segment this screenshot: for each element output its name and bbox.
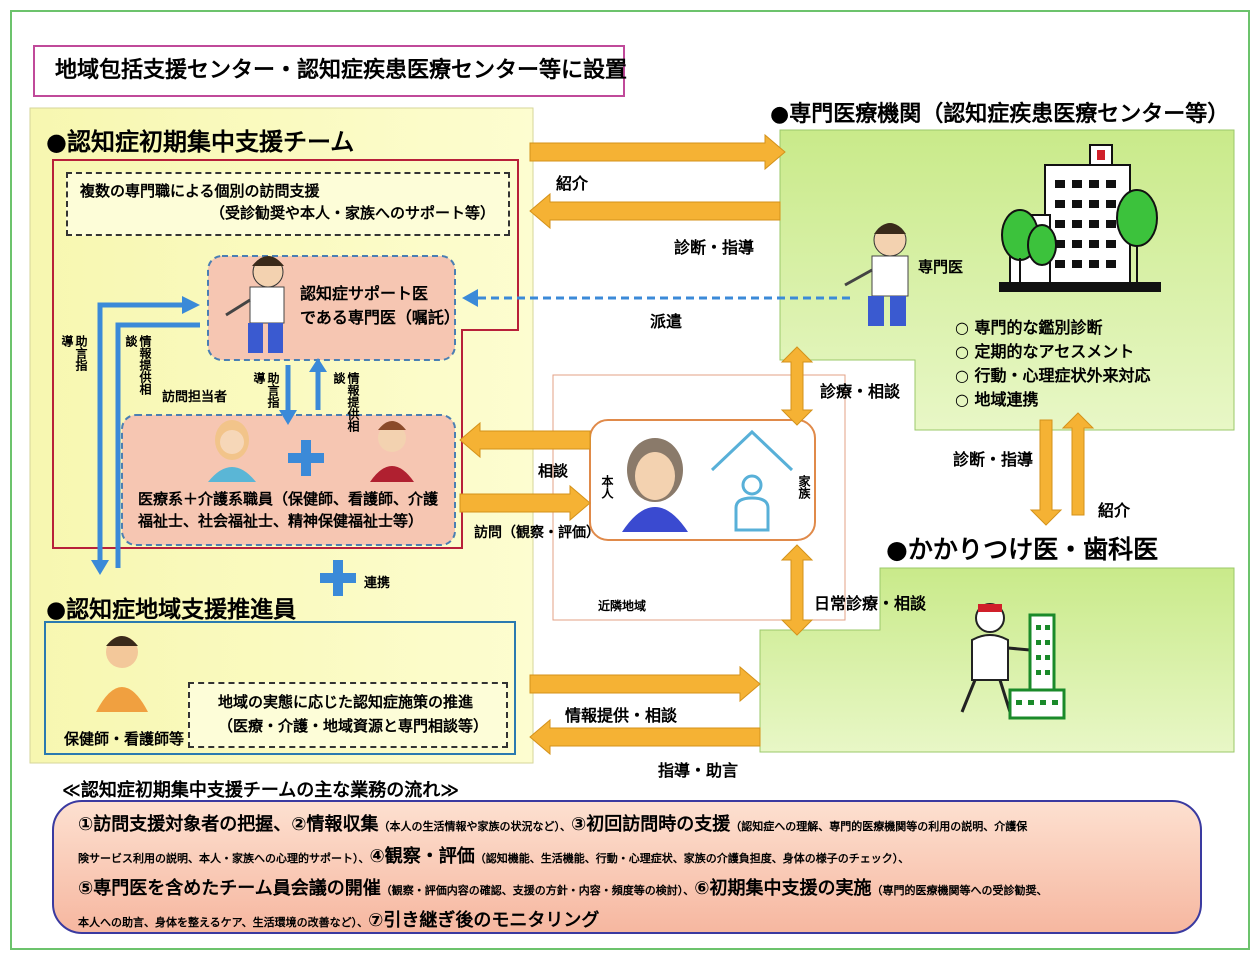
- gp-title: ●かかりつけ医・歯科医: [886, 535, 1159, 564]
- info-provision-inner-label: 情報提供相談: [332, 372, 360, 432]
- promoter-title: ●認知症地域支援推進員: [46, 597, 297, 623]
- house-family-icon: [710, 429, 794, 532]
- elderly-person-figure: [622, 438, 688, 532]
- specialist-item: ○ 行動・心理症状外来対応: [955, 366, 1151, 385]
- flow-step: ④観察・評価: [369, 846, 475, 867]
- arrow-shinryo: [780, 346, 814, 426]
- arrow-johoteikyo: [529, 665, 761, 703]
- plus-cross-1: [288, 440, 324, 476]
- advice-guidance-inner-label: 助言指導: [252, 372, 280, 408]
- flow-step: ⑦引き継ぎ後のモニタリング: [368, 910, 600, 931]
- inner-arrow-up-head: [309, 358, 327, 372]
- flow-line: ①訪問支援対象者の把握、②情報収集（本人の生活情報や家族の状況など）、③初回訪問…: [78, 810, 1174, 842]
- specialist-items: ○ 専門的な鑑別診断 ○ 定期的なアセスメント ○ 行動・心理症状外来対応 ○ …: [955, 316, 1151, 412]
- team-doctor-line-2: である専門医（嘱託）: [300, 308, 460, 327]
- staff-line-1: 医療系＋介護系職員（保健師、看護師、介護: [138, 490, 439, 508]
- team-doctor-label: 認知症サポート医 である専門医（嘱託）: [300, 282, 460, 330]
- flow-line: 険サービス利用の説明、本人・家族への心理的サポート）、④観察・評価（認知機能、生…: [78, 842, 1174, 874]
- arrow-homon: [459, 484, 591, 522]
- inner-arrow-down-head: [279, 410, 297, 425]
- arrow-shokai1: [529, 133, 786, 171]
- arrow-sodan: [459, 421, 591, 459]
- trees: [1001, 189, 1158, 283]
- flow-detail: 険サービス利用の説明、本人・家族への心理的サポート）、: [78, 852, 370, 865]
- advice-arrow-head-down: [91, 560, 109, 575]
- specialist-item: ○ 専門的な鑑別診断: [955, 318, 1103, 337]
- flow-step: ①訪問支援対象者の把握、②情報収集: [78, 814, 379, 835]
- team-doctor-line-1: 認知症サポート医: [300, 284, 429, 303]
- arrow-shindan1: [529, 192, 781, 230]
- flow-detail: 本人への助言、身体を整えるケア、生活環境の改善など）、: [78, 916, 369, 929]
- arrow-shokai2: [1061, 412, 1095, 516]
- hospital-cross-mark: [1097, 150, 1105, 160]
- promoter-person-label: 保健師・看護師等: [64, 730, 185, 748]
- policy-line-1: 地域の実態に応じた認知症施策の推進: [218, 693, 474, 711]
- specialist-item: ○ 定期的なアセスメント: [955, 342, 1135, 361]
- team-doctor-figure: [225, 256, 285, 353]
- arrow-shido: [529, 718, 761, 756]
- visit-support-box: 複数の専門職による個別の訪問支援 （受診勧奨や本人・家族へのサポート等）: [66, 172, 510, 236]
- care-worker-figure: [370, 421, 414, 482]
- label-homon: 訪問（観察・評価）: [474, 525, 600, 541]
- label-haken: 派遣: [650, 312, 683, 331]
- flow-detail: （専門的医療機関等への受診勧奨、: [871, 884, 1048, 897]
- team-title: ●認知症初期集中支援チーム: [46, 128, 355, 156]
- label-shinryo: 診療・相談: [820, 382, 901, 401]
- label-shokai1: 紹介: [556, 174, 589, 193]
- staff-line-2: 福祉士、社会福祉士、精神保健福祉士等）: [138, 512, 424, 530]
- flow-step: ⑤専門医を含めたチーム員会議の開催: [78, 878, 381, 899]
- label-shido: 指導・助言: [658, 761, 739, 780]
- advice-arrow-head-up: [182, 296, 200, 314]
- person-label: 本人: [600, 475, 614, 499]
- flow-detail: （観察・評価内容の確認、支援の方針・内容・頻度等の検討）、: [380, 884, 695, 897]
- visit-support-line-1: 複数の専門職による個別の訪問支援: [80, 182, 320, 200]
- label-sodan: 相談: [538, 462, 569, 480]
- promoter-box: [44, 621, 516, 755]
- team-red-frame: [52, 159, 519, 549]
- flow-detail: （認知症への理解、専門的医療機関等の利用の説明、介護保: [730, 820, 1028, 833]
- header-label-box: 地域包括支援センター・認知症疾患医療センター等に設置: [33, 45, 628, 97]
- family-label: 家族: [797, 475, 811, 499]
- advice-guidance-label: 助言指導: [60, 335, 88, 371]
- flow-line: ⑤専門医を含めたチーム員会議の開催（観察・評価内容の確認、支援の方針・内容・頻度…: [78, 874, 1174, 906]
- advice-arrow-left: [97, 302, 200, 568]
- flow-line: 本人への助言、身体を整えるケア、生活環境の改善など）、⑦引き継ぎ後のモニタリング: [78, 906, 1174, 932]
- arrow-nichijo: [780, 544, 814, 636]
- flow-title: ≪認知症初期集中支援チームの主な業務の流れ≫: [62, 780, 460, 801]
- flow-box: ①訪問支援対象者の把握、②情報収集（本人の生活情報や家族の状況など）、③初回訪問…: [52, 800, 1202, 934]
- plus-cross-2: [320, 560, 356, 596]
- flow-lines: ①訪問支援対象者の把握、②情報収集（本人の生活情報や家族の状況など）、③初回訪問…: [78, 810, 1174, 932]
- label-johoteikyo: 情報提供・相談: [565, 706, 678, 725]
- promoter-person-figure: [96, 636, 148, 712]
- specialist-title: ●専門医療機関（認知症疾患医療センター等）: [770, 102, 1230, 127]
- gp-doctor-figure: [960, 603, 1066, 720]
- policy-box: 地域の実態に応じた認知症施策の推進 （医療・介護・地域資源と専門相談等）: [188, 682, 508, 748]
- flow-detail: （本人の生活情報や家族の状況など）、: [378, 820, 571, 833]
- label-shindan2: 診断・指導: [953, 450, 1034, 469]
- arrow-shindan2: [1029, 419, 1063, 526]
- nurse-figure: [208, 420, 256, 482]
- label-nichijo: 日常診療・相談: [814, 594, 927, 613]
- specialist-doctor-figure: [844, 223, 909, 326]
- neighborhood-label: 近隣地域: [598, 599, 647, 613]
- specialist-item: ○ 地域連携: [955, 390, 1039, 409]
- policy-line-2: （医療・介護・地域資源と専門相談等）: [218, 717, 489, 735]
- visit-staff-label: 訪問担当者: [162, 390, 228, 405]
- renkei-label: 連携: [364, 576, 391, 591]
- specialist-doctor-label: 専門医: [918, 258, 964, 276]
- flow-step: ⑥初期集中支援の実施: [694, 878, 872, 899]
- visit-support-line-2: （受診勧奨や本人・家族へのサポート等）: [210, 204, 496, 222]
- flow-detail: （認知機能、生活機能、行動・心理症状、家族の介護負担度、身体の様子のチェック）、: [474, 852, 910, 865]
- header-label: 地域包括支援センター・認知症疾患医療センター等に設置: [55, 58, 628, 83]
- staff-label: 医療系＋介護系職員（保健師、看護師、介護 福祉士、社会福祉士、精神保健福祉士等）: [138, 488, 438, 532]
- person-family-box: [589, 419, 816, 541]
- flow-step: ③初回訪問時の支援: [570, 814, 731, 835]
- outer-frame: [10, 10, 1250, 950]
- label-shindan1: 診断・指導: [674, 238, 755, 257]
- info-provision-label: 情報提供相談: [124, 335, 152, 395]
- label-shokai2: 紹介: [1098, 501, 1131, 520]
